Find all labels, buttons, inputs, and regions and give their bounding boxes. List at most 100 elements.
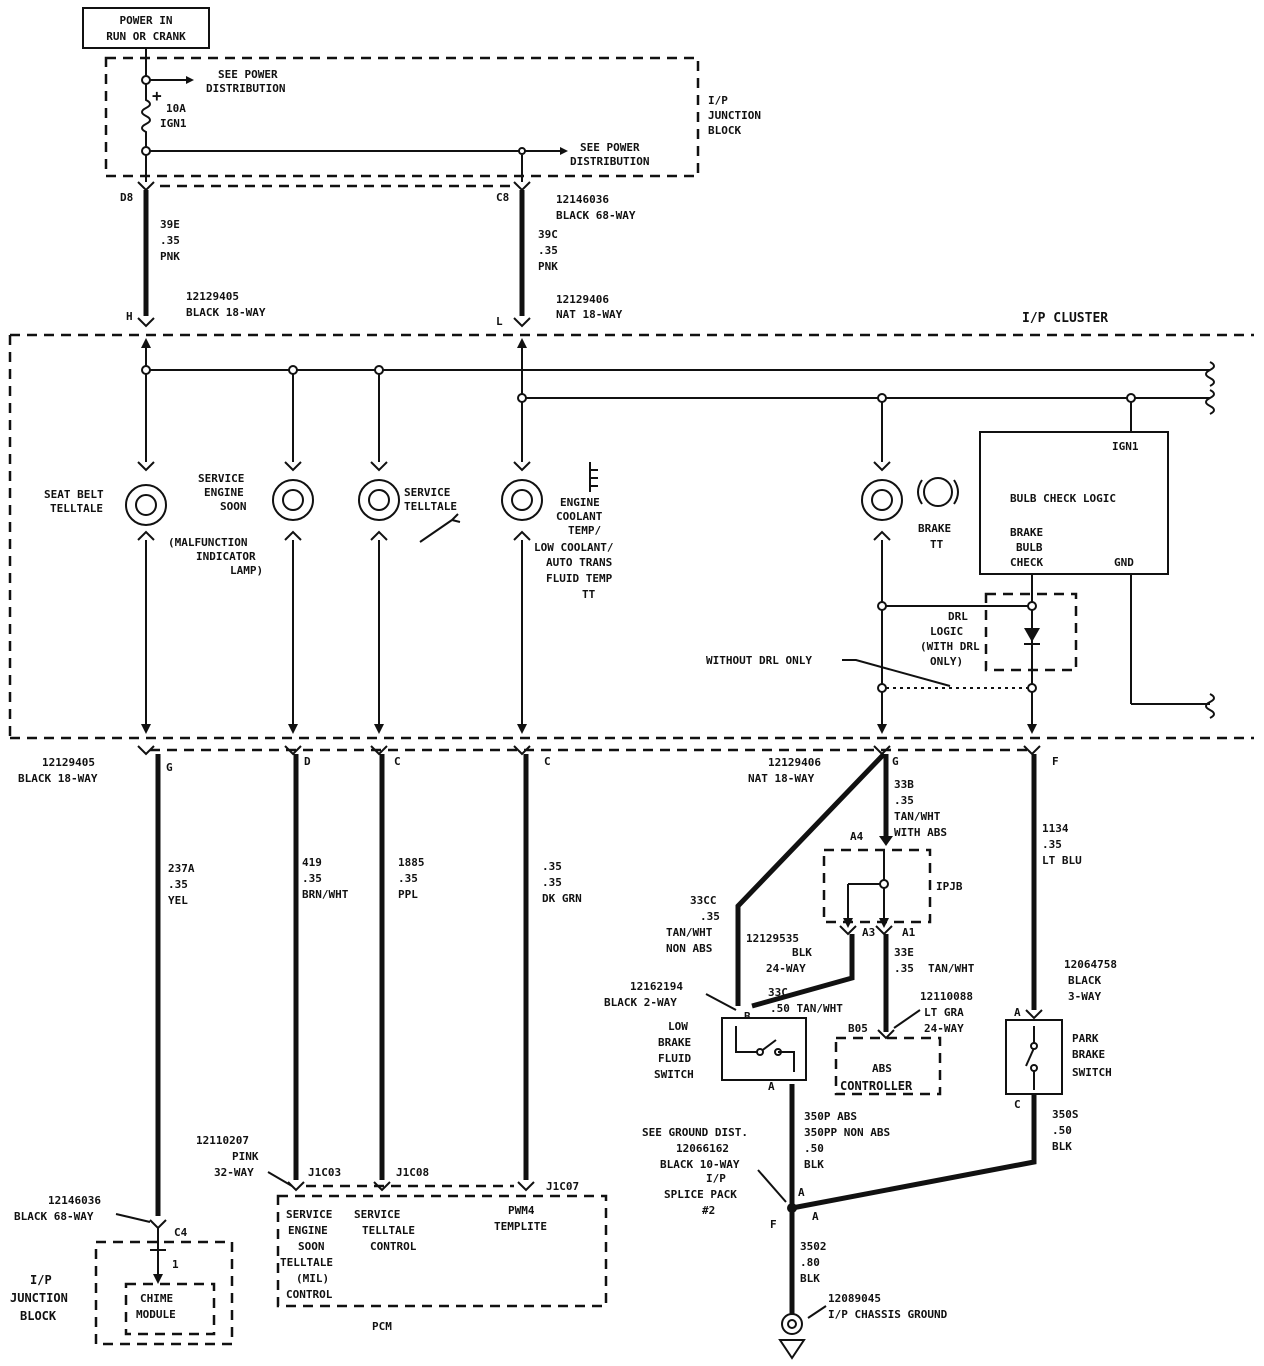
- c8-part: 12146036: [556, 193, 609, 206]
- nonabs-c: TAN/WHT: [666, 926, 713, 939]
- drl-label-3: (WITH DRL: [920, 640, 980, 653]
- chime-label-2: MODULE: [136, 1308, 176, 1321]
- wire-tan-d: WITH ABS: [894, 826, 947, 839]
- wire-tan-c: TAN/WHT: [894, 810, 941, 823]
- ground-wire-c: .50: [804, 1142, 824, 1155]
- pin-g-2: G: [892, 755, 899, 768]
- g-part: 12129405: [42, 756, 95, 769]
- brake-label-2: TT: [930, 538, 944, 551]
- wire-grn-a: .35: [542, 860, 562, 873]
- fuse-plus: +: [152, 86, 162, 105]
- abs-label-1: ABS: [872, 1062, 892, 1075]
- ipjb-a4: A4: [850, 830, 864, 843]
- wire-39c-b: .35: [538, 244, 558, 257]
- pcm-tt-1: SERVICE: [354, 1208, 400, 1221]
- wire-39e-a: 39E: [160, 218, 180, 231]
- chime-part: 12146036: [48, 1194, 101, 1207]
- bulb-brake-1: BRAKE: [1010, 526, 1043, 539]
- ses-bulb: [272, 461, 314, 541]
- ses-label-1: SERVICE: [198, 472, 244, 485]
- ipjb-block: A4 IPJB A3 A1: [822, 830, 963, 939]
- ipjb-a1: A1: [902, 926, 916, 939]
- park-pin-c: C: [1014, 1098, 1021, 1111]
- power-in-label-2: RUN OR CRANK: [106, 30, 186, 43]
- park-wire-c: BLK: [1052, 1140, 1072, 1153]
- pin-h: H: [126, 310, 133, 323]
- bulb-gnd: GND: [1114, 556, 1134, 569]
- power-in-box: POWER IN RUN OR CRANK: [82, 7, 210, 49]
- pcm-pin-j1c07: J1C07: [546, 1180, 579, 1193]
- chime-jb-2: JUNCTION: [10, 1291, 68, 1305]
- wire-yel-c: YEL: [168, 894, 188, 907]
- ipjb-a3: A3: [862, 926, 875, 939]
- pcm-ses-3: SOON: [298, 1240, 325, 1253]
- wire-ppl-b: .35: [398, 872, 418, 885]
- seat-belt-label-2: TELLTALE: [50, 502, 103, 515]
- chime-jb-3: BLOCK: [20, 1309, 57, 1323]
- seat-belt-label-1: SEAT BELT: [44, 488, 104, 501]
- park-desc-2: 3-WAY: [1068, 990, 1101, 1003]
- wire-blu-c: LT BLU: [1042, 854, 1082, 867]
- pin-b: B: [744, 1010, 751, 1023]
- h-desc: BLACK 18-WAY: [186, 306, 266, 319]
- without-drl-label: WITHOUT DRL ONLY: [706, 654, 812, 667]
- park-label-2: BRAKE: [1072, 1048, 1105, 1061]
- coolant-label-3: TEMP/: [568, 524, 601, 537]
- pcm-ses-1: SERVICE: [286, 1208, 332, 1221]
- wire-39c-c: PNK: [538, 260, 558, 273]
- lower-connectors: 12129405 BLACK 18-WAY G D C C 12129406 N…: [18, 745, 1059, 785]
- wire-grn-b: .35: [542, 876, 562, 889]
- ground-pin-a-1: A: [798, 1186, 805, 1199]
- w33c-a: 33C: [768, 986, 788, 999]
- brake-circuit: 33CC .35 TAN/WHT NON ABS 12129535 BLK 24…: [604, 752, 975, 1096]
- pcm-conn-b: PINK: [232, 1150, 259, 1163]
- coolant-label-5: AUTO TRANS: [546, 556, 612, 569]
- ground-see-2: 12066162: [676, 1142, 729, 1155]
- nonabs-a: 33CC: [690, 894, 717, 907]
- ip-junction-block-top: I/P JUNCTION BLOCK SEE POWER DISTRIBUTIO…: [104, 48, 761, 182]
- service-label-1: SERVICE: [404, 486, 450, 499]
- pin-c-2: C: [544, 755, 551, 768]
- see-power-2b: DISTRIBUTION: [570, 155, 649, 168]
- abs-label-2: CONTROLLER: [840, 1079, 913, 1093]
- bulb-brake-3: CHECK: [1010, 556, 1043, 569]
- chime-label-1: CHIME: [140, 1292, 173, 1305]
- wire-ppl-c: PPL: [398, 888, 418, 901]
- coolant-label-2: COOLANT: [556, 510, 603, 523]
- h-part: 12129405: [186, 290, 239, 303]
- wire-brn-a: 419: [302, 856, 322, 869]
- ground-see-3: BLACK 10-WAY: [660, 1158, 740, 1171]
- fuse-name: IGN1: [160, 117, 187, 130]
- park-pin-a: A: [1014, 1006, 1021, 1019]
- conn24-c: 24-WAY: [766, 962, 806, 975]
- see-power-1b: DISTRIBUTION: [206, 82, 285, 95]
- ground-see-4: I/P: [706, 1172, 726, 1185]
- park-wire-a: 350S: [1052, 1108, 1079, 1121]
- upper-connectors: D8 C8 12146036 BLACK 68-WAY 39E .35 PNK …: [120, 181, 636, 328]
- ground-see-5: SPLICE PACK: [664, 1188, 737, 1201]
- park-brake-switch: 12064758 BLACK 3-WAY A PARK BRAKE SWITCH…: [1005, 958, 1117, 1153]
- l-part: 12129406: [556, 293, 609, 306]
- pcm-conn-part: 12110207: [196, 1134, 249, 1147]
- nonabs-b: .35: [700, 910, 720, 923]
- pin-g: G: [166, 761, 173, 774]
- wire-yel-a: 237A: [168, 862, 195, 875]
- seat-belt-bulb: [125, 461, 167, 541]
- brake-warning-icon: [917, 477, 959, 507]
- service-label-2: TELLTALE: [404, 500, 457, 513]
- power-in-label-1: POWER IN: [120, 14, 173, 27]
- park-desc-1: BLACK: [1068, 974, 1101, 987]
- coolant-label-6: FLUID TEMP: [546, 572, 613, 585]
- pin-b05: B05: [848, 1022, 868, 1035]
- drl-label-2: LOGIC: [930, 625, 963, 638]
- chime-desc: BLACK 68-WAY: [14, 1210, 94, 1223]
- thermometer-icon: [589, 462, 598, 492]
- ground-wire-d: BLK: [804, 1158, 824, 1171]
- ip-junction-title-3: BLOCK: [708, 124, 741, 137]
- pin-d8: D8: [120, 191, 133, 204]
- nonabs-d: NON ABS: [666, 942, 712, 955]
- wire-grn-c: DK GRN: [542, 892, 582, 905]
- wire-39c-a: 39C: [538, 228, 558, 241]
- coolant-bulb: [501, 461, 543, 541]
